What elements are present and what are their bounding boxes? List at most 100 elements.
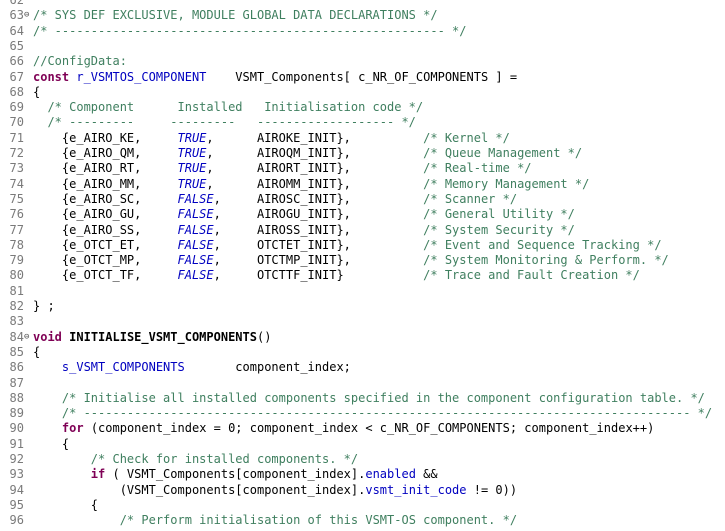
code-token-const: FALSE [177, 268, 214, 283]
code-token-field: vsmt_init_code [365, 482, 467, 497]
code-line[interactable]: 95 { [0, 498, 725, 513]
line-number: 62 [9, 0, 24, 7]
code-token-text: {e_AIRO_GU, [33, 207, 178, 222]
line-number: 77 [9, 222, 24, 237]
code-token-fn: INITIALISE_VSMT_COMPONENTS [69, 329, 257, 344]
line-number: 83 [9, 314, 24, 329]
code-text: { [33, 345, 40, 360]
code-text: //ConfigData: [33, 54, 127, 69]
code-text: {e_AIRO_SC, FALSE, AIROSC_INIT}, /* Scan… [33, 192, 517, 207]
code-line[interactable]: 89 /* ----------------------------------… [0, 406, 725, 421]
line-number: 84 [9, 329, 24, 344]
code-token-text: {e_AIRO_KE, [33, 130, 178, 145]
code-token-comment: /* --------- --------- -----------------… [33, 115, 416, 130]
line-number: 73 [9, 161, 24, 176]
code-line[interactable]: 81 [0, 284, 725, 299]
code-line[interactable]: 82} ; [0, 299, 725, 314]
code-line[interactable]: 66//ConfigData: [0, 54, 725, 69]
code-token-text: (VSMT_Components[component_index]. [33, 482, 366, 497]
code-text: {e_AIRO_KE, TRUE, AIROKE_INIT}, /* Kerne… [33, 131, 510, 146]
code-line[interactable]: 79 {e_OTCT_MP, FALSE, OTCTMP_INIT}, /* S… [0, 253, 725, 268]
code-line[interactable]: 86 s_VSMT_COMPONENTS component_index; [0, 360, 725, 375]
code-token-keyword: const [33, 69, 70, 84]
line-number: 76 [9, 207, 24, 222]
code-line[interactable]: 70 /* --------- --------- --------------… [0, 115, 725, 130]
line-number: 67 [9, 69, 24, 84]
code-line[interactable]: 77 {e_AIRO_SS, FALSE, AIROSS_INIT}, /* S… [0, 223, 725, 238]
code-token-text: , AIROGU_INIT}, [213, 207, 424, 222]
code-line[interactable]: 87 [0, 376, 725, 391]
code-line[interactable]: 71 {e_AIRO_KE, TRUE, AIROKE_INIT}, /* Ke… [0, 131, 725, 146]
code-line[interactable]: 94 (VSMT_Components[component_index].vsm… [0, 483, 725, 498]
fold-toggle-icon[interactable]: ⊖ [24, 331, 30, 342]
code-line[interactable]: 68{ [0, 85, 725, 100]
code-line[interactable]: 73 {e_AIRO_RT, TRUE, AIRORT_INIT}, /* Re… [0, 161, 725, 176]
line-number: 92 [9, 452, 24, 466]
line-number: 64 [9, 23, 24, 38]
code-token-text [33, 513, 120, 527]
code-line[interactable]: 78 {e_OTCT_ET, FALSE, OTCTET_INIT}, /* E… [0, 238, 725, 253]
code-token-comment: /* -------------------------------------… [33, 23, 467, 38]
code-token-text: { [33, 497, 99, 512]
code-line[interactable]: 93 if ( VSMT_Components[component_index]… [0, 467, 725, 482]
line-number: 91 [9, 436, 24, 451]
line-number: 94 [9, 482, 24, 497]
code-line[interactable]: 84⊖void INITIALISE_VSMT_COMPONENTS() [0, 330, 725, 345]
code-line[interactable]: 65 [0, 39, 725, 54]
code-line[interactable]: 69 /* Component Installed Initialisation… [0, 100, 725, 115]
code-token-comment: /* Initialise all installed components s… [61, 390, 705, 405]
code-line[interactable]: 64 /* -----------------------------------… [0, 24, 725, 39]
code-token-text: != 0)) [466, 482, 518, 497]
code-text: } ; [33, 299, 55, 314]
code-text: {e_AIRO_MM, TRUE, AIROMM_INIT}, /* Memor… [33, 177, 589, 192]
code-line[interactable]: 76 {e_AIRO_GU, FALSE, AIROGU_INIT}, /* G… [0, 207, 725, 222]
code-line[interactable]: 83 [0, 314, 725, 329]
code-line[interactable]: 96 /* Perform initialisation of this VSM… [0, 513, 725, 528]
code-text: /* Initialise all installed components s… [33, 391, 705, 406]
code-token-comment: /* Component Installed Initialisation co… [33, 100, 424, 115]
code-text: {e_AIRO_GU, FALSE, AIROGU_INIT}, /* Gene… [33, 207, 575, 222]
code-token-type: s_VSMT_COMPONENTS [61, 360, 185, 375]
code-line[interactable]: 63⊖/* SYS DEF EXCLUSIVE, MODULE GLOBAL D… [0, 8, 725, 23]
code-line[interactable]: 85{ [0, 345, 725, 360]
line-number: 75 [9, 191, 24, 206]
code-line[interactable]: 80 {e_OTCT_TF, FALSE, OTCTTF_INIT} /* Tr… [0, 268, 725, 283]
fold-toggle-icon[interactable]: ⊖ [24, 10, 30, 21]
code-text: {e_AIRO_RT, TRUE, AIRORT_INIT}, /* Real-… [33, 161, 532, 176]
code-token-comment: /* System Security */ [423, 222, 575, 237]
code-token-text: , OTCTTF_INIT} [213, 268, 424, 283]
code-line[interactable]: 92 /* Check for installed components. */ [0, 452, 725, 467]
code-token-comment: /* -------------------------------------… [61, 406, 713, 421]
code-token-text: {e_AIRO_SS, [33, 222, 178, 237]
code-text: s_VSMT_COMPONENTS component_index; [33, 360, 351, 375]
code-line[interactable]: 88 /* Initialise all installed component… [0, 391, 725, 406]
code-token-text: , OTCTMP_INIT}, [213, 253, 424, 268]
code-token-const: FALSE [177, 207, 214, 222]
code-text: /* -------------------------------------… [33, 406, 712, 421]
code-line[interactable]: 74 {e_AIRO_MM, TRUE, AIROMM_INIT}, /* Me… [0, 177, 725, 192]
code-token-text [33, 467, 91, 481]
line-number: 96 [9, 513, 24, 528]
code-token-keyword: if [90, 467, 106, 482]
code-text: if ( VSMT_Components[component_index].en… [33, 467, 438, 482]
code-text: for (component_index = 0; component_inde… [33, 421, 654, 436]
code-text: void INITIALISE_VSMT_COMPONENTS() [33, 330, 271, 345]
line-number: 72 [9, 146, 24, 160]
code-line[interactable]: 90 for (component_index = 0; component_i… [0, 421, 725, 436]
code-text: { [33, 498, 98, 513]
code-line[interactable]: 62 [0, 0, 725, 8]
code-text: /* -------------------------------------… [33, 24, 466, 39]
code-token-text [33, 406, 62, 420]
code-token-const: FALSE [177, 253, 214, 268]
code-token-const: FALSE [177, 237, 214, 252]
line-number: 90 [9, 421, 24, 436]
line-number: 71 [9, 130, 24, 145]
code-token-text: {e_AIRO_MM, [33, 176, 178, 191]
code-line[interactable]: 72 {e_AIRO_QM, TRUE, AIROQM_INIT}, /* Qu… [0, 146, 725, 161]
code-line[interactable]: 75 {e_AIRO_SC, FALSE, AIROSC_INIT}, /* S… [0, 192, 725, 207]
code-text: {e_OTCT_ET, FALSE, OTCTET_INIT}, /* Even… [33, 238, 662, 253]
code-line[interactable]: 91 { [0, 437, 725, 452]
line-number: 65 [9, 38, 24, 53]
